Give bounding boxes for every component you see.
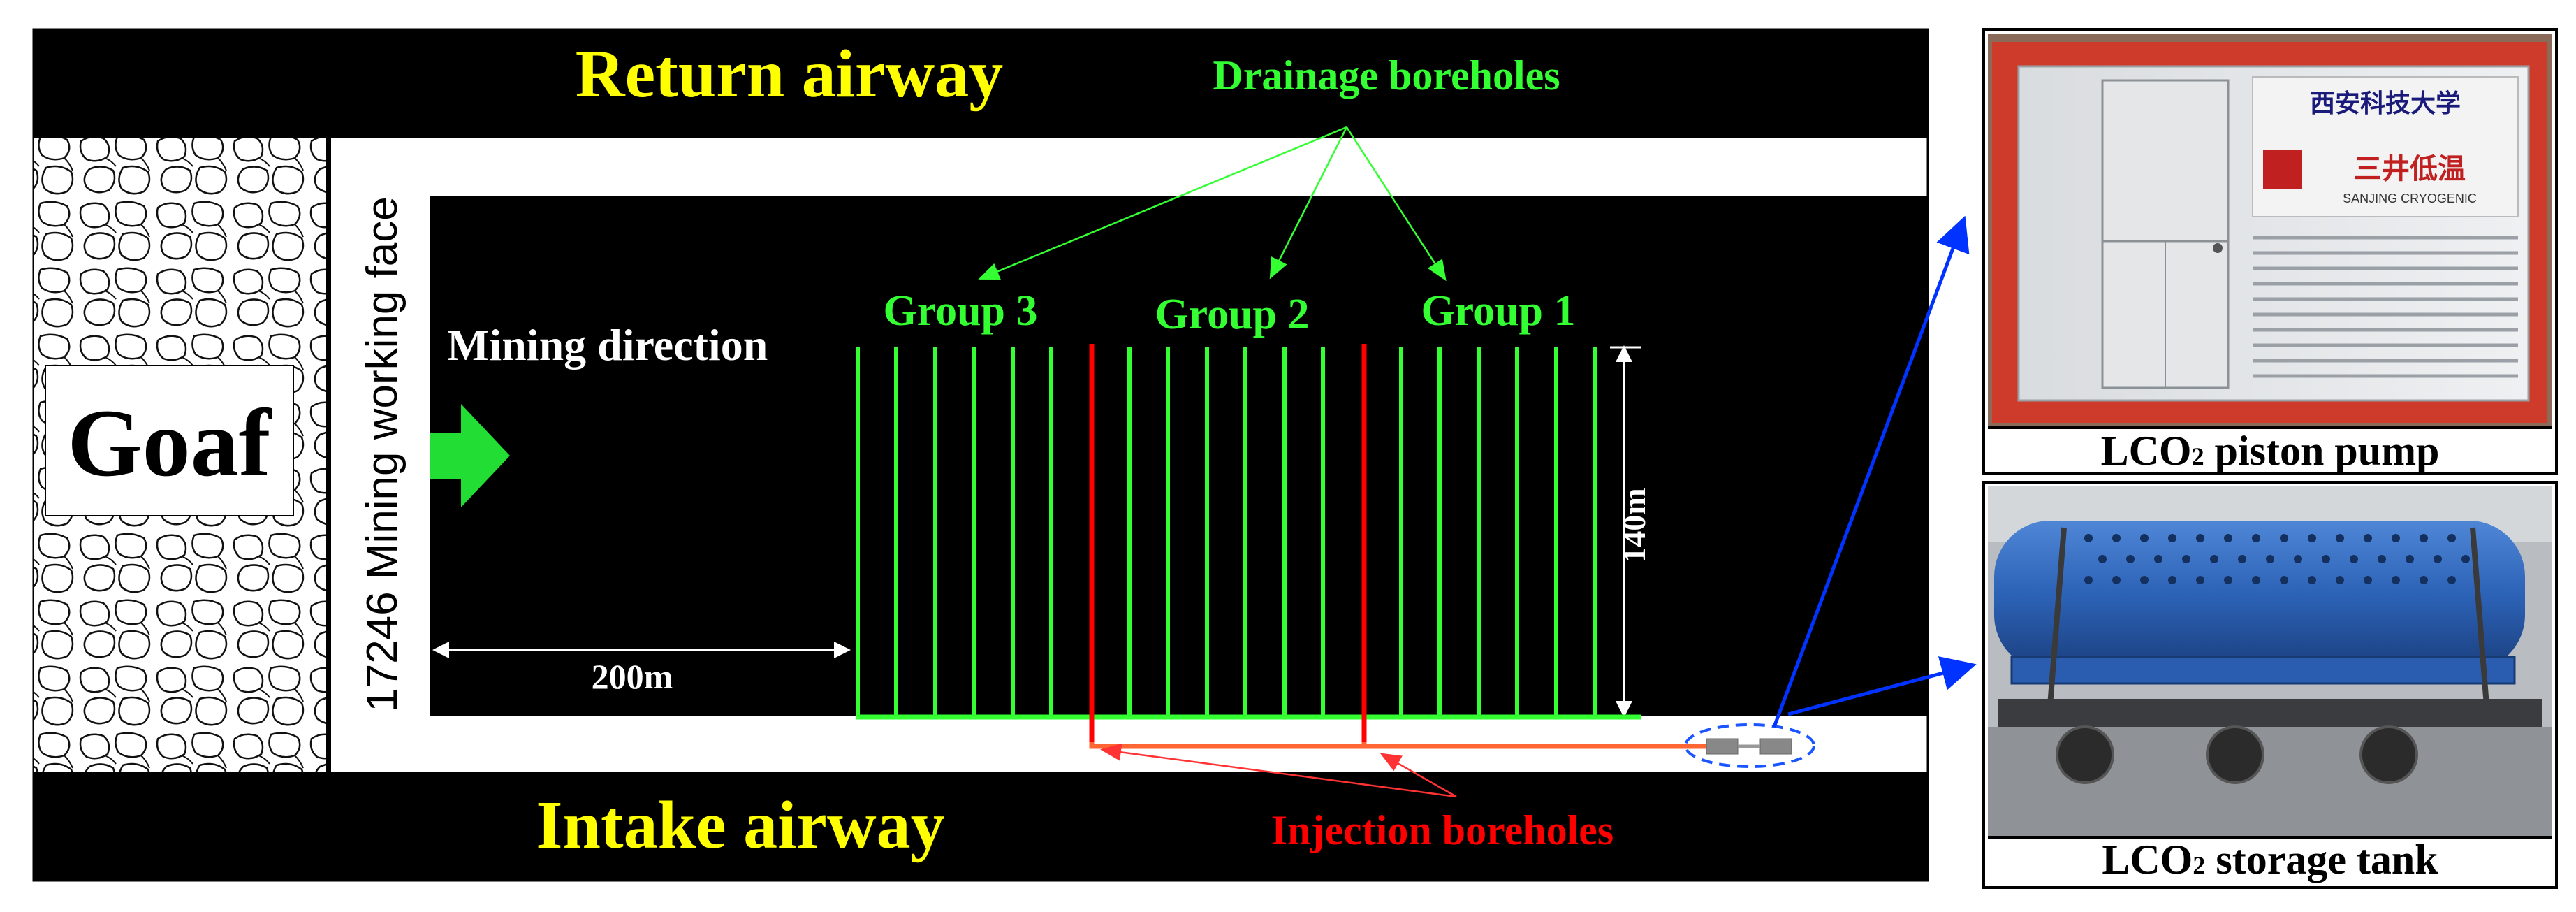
mining-direction-label: Mining direction: [447, 320, 768, 370]
injection-arrow-right: [1380, 753, 1457, 798]
tank-strap-right: [2470, 527, 2489, 707]
group-1-boreholes: [1399, 347, 1597, 717]
injection-arrow-left: [1100, 743, 1457, 798]
tank-cart: [1998, 699, 2542, 727]
piston-pump-panel: 西安科技大学 三井低温 SANJING CRYOGENIC LCO2 pisto…: [1982, 28, 2558, 475]
pump-louver-vents: [2253, 236, 2518, 378]
injection-pipe: [1089, 742, 1711, 749]
tank-strap-left: [2047, 527, 2067, 707]
return-airway: [34, 29, 1928, 138]
drainage-arrow-group-1: [1345, 126, 1447, 282]
pump-brand-logo: [2263, 150, 2302, 189]
storage-tank-panel: LCO2 storage tank: [1982, 481, 2558, 889]
connector-highlight: [1684, 723, 1815, 768]
group-3-boreholes: [856, 347, 1053, 717]
injection-pointer-arrows: [1100, 743, 1457, 798]
tank-body: [1994, 521, 2525, 671]
group-3-label: Group 3: [883, 287, 1037, 335]
height-dimension-label: 140m: [1616, 488, 1652, 563]
coal-seam-block: [430, 196, 1928, 716]
drainage-arrow-group-3: [978, 126, 1347, 280]
injection-boreholes-label: Injection boreholes: [1271, 807, 1614, 853]
group-2-boreholes: [1127, 347, 1325, 717]
group-1-label: Group 1: [1421, 287, 1575, 335]
tank-wheel: [2056, 725, 2114, 784]
pointer-to-pump: [1772, 215, 1970, 728]
length-dimension-label: 200m: [592, 657, 673, 696]
tank-wheel: [2206, 725, 2264, 784]
connector-icon: [1706, 738, 1792, 755]
pointer-to-tank: [1787, 656, 1977, 716]
tank-cradle: [2010, 656, 2516, 685]
working-face-label: 17246 Mining working face: [358, 196, 407, 712]
tank-wheel: [2359, 725, 2418, 784]
tank-perforations: [2084, 534, 2470, 584]
drainage-boreholes-label: Drainage boreholes: [1213, 52, 1560, 99]
pump-door-handle: [2213, 243, 2223, 253]
tank-caption: LCO2 storage tank: [2102, 837, 2438, 883]
intake-airway-label: Intake airway: [536, 788, 944, 863]
pump-chinese-title: 西安科技大学: [2310, 89, 2461, 117]
group-2-label: Group 2: [1155, 291, 1309, 338]
pump-caption: LCO2 piston pump: [2101, 428, 2440, 474]
pump-brand-plate: [2252, 76, 2519, 217]
goaf-label-box: [45, 365, 294, 516]
return-airway-label: Return airway: [576, 36, 1003, 112]
drainage-pointer-arrows: [978, 126, 1447, 282]
goaf-label: Goaf: [67, 389, 272, 496]
drainage-arrow-group-2: [1269, 126, 1348, 280]
intake-airway: [34, 772, 1928, 881]
mining-direction-arrow-icon: [430, 404, 510, 507]
pump-chinese-brand: 三井低温: [2354, 154, 2466, 184]
pump-brand-english: SANJING CRYOGENIC: [2343, 191, 2477, 205]
